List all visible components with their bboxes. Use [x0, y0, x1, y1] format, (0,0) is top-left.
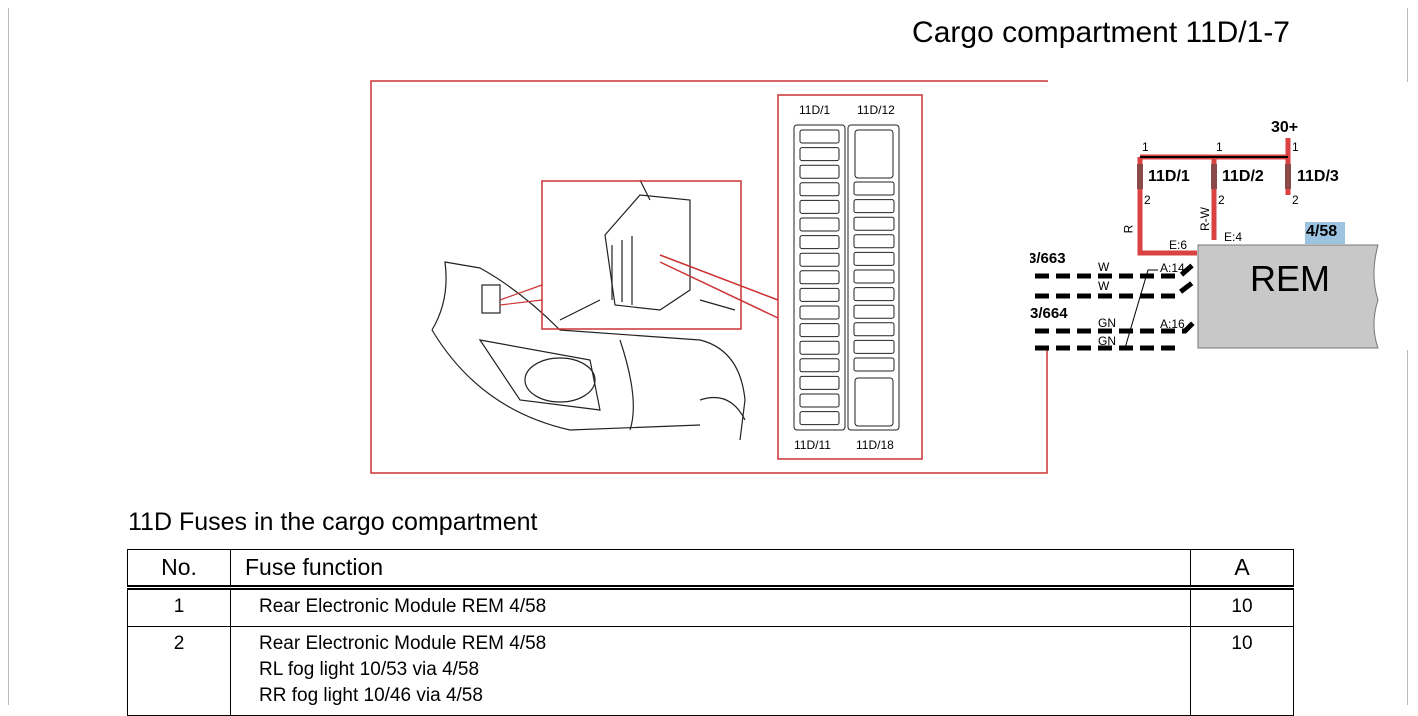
fuse-slot: [799, 323, 840, 338]
fuse-slot: [799, 252, 840, 267]
wire-color: R: [1121, 224, 1136, 234]
wire-color: W: [1098, 260, 1110, 274]
fuse-slot: [853, 322, 895, 337]
wire-color: GN: [1098, 316, 1116, 330]
location-diagram: [370, 80, 1379, 474]
fusebox-frame: [777, 94, 923, 460]
sensor-label: 3/664: [1030, 305, 1068, 322]
fuse-slot: [853, 269, 895, 284]
pin: 2: [1218, 193, 1225, 207]
page-title: Cargo compartment 11D/1-7: [912, 16, 1290, 49]
fuse-label: 11D/1: [799, 103, 831, 117]
col-no: No.: [127, 549, 231, 588]
connector: E:6: [1169, 238, 1188, 252]
fuse-slot: [853, 251, 895, 266]
fuse-slots: [793, 124, 900, 431]
fuse-slot: [799, 287, 840, 302]
fuse-slot: [799, 235, 840, 250]
fuse-slot: [853, 181, 895, 196]
fuse-slot: [853, 339, 895, 354]
cell-amp: 10: [1190, 587, 1294, 627]
fuse-symbol-label: 11D/1: [1148, 168, 1190, 185]
fuse-symbol-label: 11D/3: [1297, 168, 1339, 185]
fuse-slot: [799, 340, 840, 355]
fuse-slot: [847, 124, 900, 431]
fuse-slot: [793, 124, 846, 431]
car-illustration: [431, 179, 746, 441]
fuse-slot: [854, 377, 894, 427]
wire-color: W: [1098, 279, 1110, 293]
fuse-slot: [853, 216, 895, 231]
cell-function: Rear Electronic Module REM 4/58: [259, 633, 547, 654]
table-row: 2 Rear Electronic Module REM 4/58 RL fog…: [127, 626, 1294, 716]
fuse-label: 11D/12: [857, 103, 895, 117]
pin: 1: [1216, 140, 1223, 154]
fuse-slot: [853, 199, 895, 214]
fuse-label: 11D/11: [794, 438, 831, 452]
fuse-slot: [799, 375, 840, 390]
connector: A:14: [1160, 261, 1185, 275]
fuse-slot: [853, 357, 895, 372]
fuse-slot: [853, 304, 895, 319]
fuse-slot: [799, 199, 840, 214]
wire-color: R-W: [1198, 207, 1212, 231]
fuse-label: 11D/18: [856, 438, 894, 452]
rem-module: [1197, 244, 1379, 349]
connector: E:4: [1224, 230, 1243, 244]
cell-function: RR fog light 10/46 via 4/58: [259, 685, 483, 706]
zoom-lines: [659, 254, 779, 319]
cell-amp: 10: [1190, 626, 1294, 716]
fuse-slot: [799, 129, 840, 144]
cell-no: 1: [127, 587, 231, 627]
fuse-slot: [854, 129, 894, 179]
fuse-slot: [799, 358, 840, 373]
col-amp: A: [1190, 549, 1294, 588]
section-title: 11D Fuses in the cargo compartment: [128, 508, 538, 536]
fuse-slot: [853, 234, 895, 249]
fuse-slot: [799, 305, 840, 320]
zoom-frame: [541, 180, 742, 330]
cell-function: Rear Electronic Module REM 4/58: [259, 596, 547, 617]
fuse-slot: [799, 270, 840, 285]
cell-function: RL fog light 10/53 via 4/58: [259, 659, 480, 680]
fuse-slot: [799, 393, 840, 408]
module-id: 4/58: [1306, 223, 1338, 240]
module-id-bg: [1305, 222, 1345, 244]
fuse-slot: [799, 182, 840, 197]
fuse-slot: [853, 287, 895, 302]
fuse-slot: [799, 217, 840, 232]
module-name: REM: [1250, 258, 1330, 299]
pin: 2: [1292, 193, 1299, 207]
fuse-symbol-label: 11D/2: [1222, 168, 1264, 185]
diagram-frame: [370, 80, 1048, 474]
wire-color: GN: [1098, 334, 1116, 348]
supply-label: 30+: [1271, 119, 1299, 136]
pin: 1: [1142, 140, 1149, 154]
table-row: 1 Rear Electronic Module REM 4/58 10: [127, 587, 1294, 627]
connector: A:16: [1160, 317, 1185, 331]
fuse-slot: [799, 411, 840, 426]
col-function: Fuse function: [230, 549, 1191, 588]
cell-no: 2: [127, 626, 231, 716]
pin: 2: [1144, 193, 1151, 207]
fuse-table: No. Fuse function A 1 Rear Electronic Mo…: [127, 549, 1294, 716]
fuse-slot: [799, 164, 840, 179]
pin: 1: [1292, 140, 1299, 154]
sensor-label: 3/663: [1030, 250, 1066, 267]
fuse-slot: [799, 147, 840, 162]
